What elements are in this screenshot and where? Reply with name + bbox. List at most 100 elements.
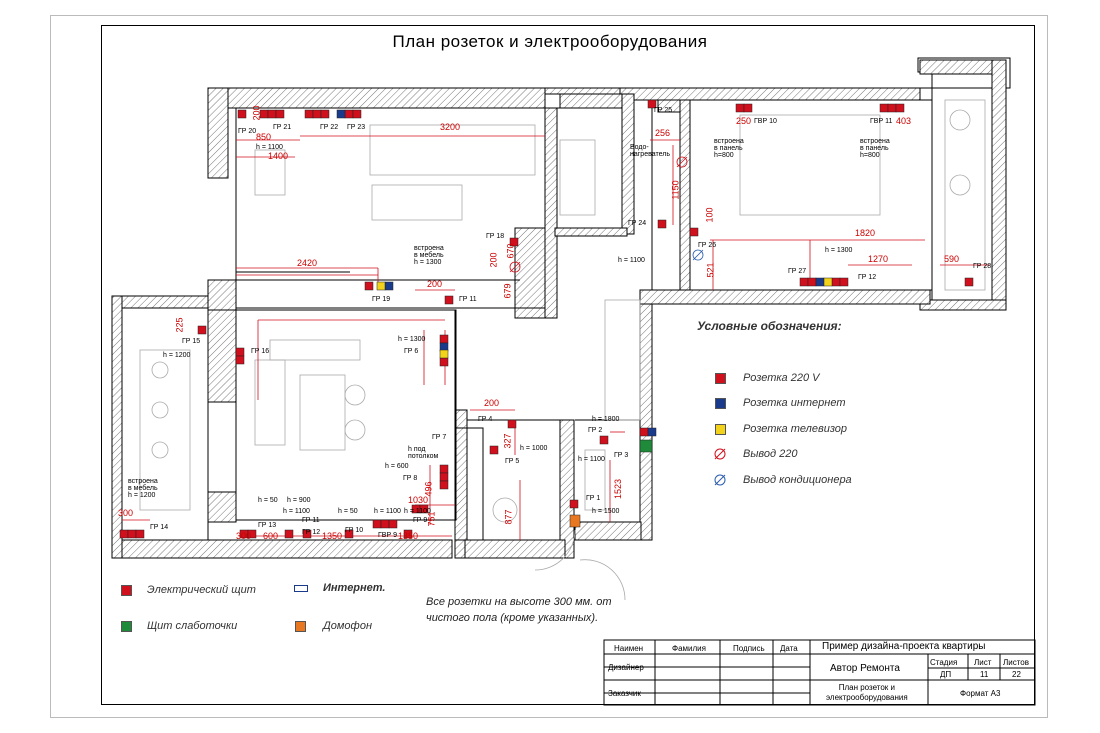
drawing-title: План розеток и электрооборудования [392,32,708,51]
dim-1270: 1270 [868,254,889,264]
label-h1300b: h = 1300 [398,336,426,343]
sheet-border [50,15,1048,718]
tb-designer: Дизайнер [608,663,644,672]
label-gr16: ГР 16 [251,348,270,355]
outlet-220-icon [715,373,726,384]
tb-header-surname: Фамилия [672,644,706,653]
tb-stage: ДП [940,670,952,679]
label-h1300: h = 1300 [825,247,853,254]
label-built-panel-right: встроена в панель h=800 [860,138,890,159]
label-gr8: ГР 8 [403,475,418,482]
label-gr15: ГР 15 [182,338,201,345]
lowcurrent-panel-label: Щит слаботочки [147,620,238,632]
label-gr14: ГР 14 [150,524,169,531]
label-h1100d: h = 1100 [283,508,310,515]
internet-label: Интернет. [323,582,386,594]
label-gr12x: ГР 12 [858,274,877,281]
tb-header-date: Дата [780,644,798,653]
label-h1100: h = 1100 [256,144,283,151]
label-gr23: ГР 23 [347,124,366,131]
legend-outlet-220-label: Розетка 220 V [743,372,820,384]
dimension-lines [122,135,990,540]
legend-output-ac-label: Вывод кондиционера [743,474,852,486]
tb-stage-header: Стадия [930,658,958,667]
label-gr10b: ГР 10 [345,527,364,534]
label-built-furniture: встроена в мебель h = 1300 [414,245,444,266]
dim-256: 256 [655,128,671,138]
label-under-ceiling: h под потолком [408,446,439,460]
outlets-internet [336,109,825,437]
dim-3200: 3200 [440,122,461,132]
tb-project: Пример дизайна-проекта квартиры [822,641,986,652]
legend-outlet-internet-label: Розетка интернет [743,397,846,409]
label-built-panel-left: встроена в панель h=800 [714,138,744,159]
label-gr6: ГР 6 [404,348,419,355]
outputs [509,156,704,273]
height-note-line1: Все розетки на высоте 300 мм. от [426,596,612,608]
dim-850: 850 [256,132,272,142]
dim-1350b: 1350 [398,531,419,541]
dim-590: 590 [944,254,960,264]
label-h1800: h = 1800 [592,416,620,423]
outlets-220 [119,99,974,539]
tb-sheet-header: Лист [974,658,992,667]
label-h50b: h = 50 [338,508,358,515]
output-220-icon [714,448,726,460]
label-gr18: ГР 18 [486,233,505,240]
label-gr4: ГР 4 [478,416,493,423]
label-gr12: ГР 12 [302,529,321,536]
label-built-furniture2: встроена в мебель h = 1200 [128,478,158,499]
label-gvr11: ГВР 11 [870,118,893,125]
walls [111,57,1011,559]
label-h50: h = 50 [258,497,278,504]
dim-200b: 200 [427,279,443,289]
label-gr1: ГР 1 [586,495,601,502]
label-gr22: ГР 22 [320,124,339,131]
label-gr25: ГР 25 [654,107,673,114]
dim-403: 403 [896,116,912,126]
internet-line-icon [294,585,308,592]
label-h900: h = 900 [287,497,311,504]
dim-250: 250 [736,116,752,126]
tb-sheets: 22 [1012,670,1021,679]
label-gr21: ГР 21 [273,124,292,131]
tb-customer: Заказчик [608,689,641,698]
dim-300b: 300 [236,531,252,541]
dim-2420: 2420 [297,258,318,268]
legend-outlet-tv-label: Розетка телевизор [743,423,848,435]
drawing-frame [101,25,1035,705]
label-h1100f: h = 1100 [404,508,431,515]
dim-300a: 300 [118,508,134,518]
legend-output-220-label: Вывод 220 [743,448,798,460]
label-h1200: h = 1200 [163,352,191,359]
intercom-plan [569,514,581,528]
outlet-tv-icon [715,424,726,435]
electric-panel-label: Электрический щит [147,584,256,596]
dim-1030: 1030 [408,495,429,505]
tb-header-name: Наимен [614,644,644,653]
label-gr7: ГР 7 [432,434,447,441]
furniture [139,99,986,601]
lowcurrent-panel-icon [121,621,132,632]
electric-panel-icon [121,585,132,596]
outlet-internet-icon [715,398,726,409]
label-h1100e: h = 1100 [374,508,401,515]
label-h1100c: h = 1100 [578,456,605,463]
dim-600: 600 [263,531,279,541]
lowcurrent-panel-plan [639,439,653,453]
label-gr19: ГР 19 [372,296,391,303]
label-gr11: ГР 11 [459,296,477,303]
label-gr9: ГР 9 [413,517,428,524]
label-gvr9: ГВР 9 [378,532,397,539]
label-gr2: ГР 2 [588,427,603,434]
output-ac-icon [714,474,726,486]
tb-format: Формат А3 [960,689,1001,698]
tb-sheets-header: Листов [1003,658,1029,667]
label-gr20: ГР 20 [238,128,257,135]
label-gr5: ГР 5 [505,458,520,465]
label-h1000: h = 1000 [520,445,548,452]
label-h600: h = 600 [385,463,409,470]
label-gr11b: ГР 11 [302,517,320,524]
